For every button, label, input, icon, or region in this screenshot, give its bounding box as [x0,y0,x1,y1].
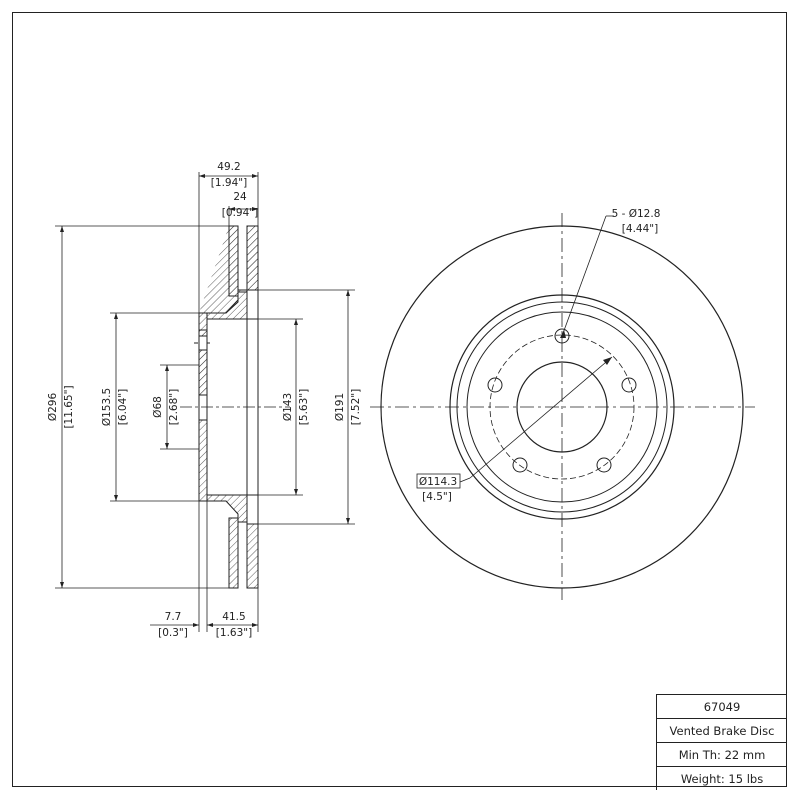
bolt-hole-5 [487,377,503,393]
bolt-hole-3 [596,457,612,473]
rotor-thickness-in: [0.94"] [222,207,258,219]
bolt-hole-1 [554,328,570,344]
hat-outer-diameter-in: [6.04"] [117,389,129,425]
side-section-view [180,225,290,589]
bolt-holes-in: [4.44"] [622,223,658,235]
bolt-circle-in: [4.5"] [422,491,452,503]
front-view [370,213,755,600]
center-bore-in: [2.68"] [168,389,180,425]
hat-height-in: [1.63"] [216,627,252,639]
bolt-hole-2 [621,377,637,393]
center-bore [516,361,608,453]
center-bore-mm: Ø68 [152,396,164,418]
rotor-thickness-mm: 24 [233,191,247,203]
side-dimension-arrows [60,174,350,627]
bolt-holes-mm: 5 - Ø12.8 [612,208,661,220]
overall-width-mm: 49.2 [217,161,240,173]
hat-diameter-mm: Ø191 [334,393,346,421]
inner-ring-diameter-mm: Ø143 [282,393,294,421]
drawing-frame [12,12,787,787]
hat-diameter-in: [7.52"] [350,389,362,425]
outer-diameter-in: [11.65"] [63,385,75,428]
part-number: 67049 [657,695,787,719]
bolt-circle-mm: Ø114.3 [419,476,457,488]
front-view-arrows [560,330,612,365]
min-thickness: Min Th: 22 mm [657,743,787,767]
side-dimension-lines [55,172,355,632]
bolt-circle-label-box [416,473,461,489]
flange-thickness-in: [0.3"] [158,627,188,639]
outer-diameter-mm: Ø296 [47,393,59,422]
inner-ring-diameter-in: [5.63"] [298,389,310,425]
title-block: 67049 Vented Brake Disc Min Th: 22 mm We… [656,694,787,790]
rotor-outer-edge [380,225,744,589]
hat-height-mm: 41.5 [222,611,245,623]
flange-thickness-mm: 7.7 [165,611,182,623]
weight: Weight: 15 lbs [680,771,764,786]
part-name: Vented Brake Disc [657,719,787,743]
overall-width-in: [1.94"] [211,177,247,189]
hat-inner-ring [456,301,668,513]
hat-outer-diameter-mm: Ø153.5 [101,388,113,426]
hat-outer-ring [449,294,675,520]
hub-face-ring [466,311,658,503]
bolt-hole-4 [512,457,528,473]
